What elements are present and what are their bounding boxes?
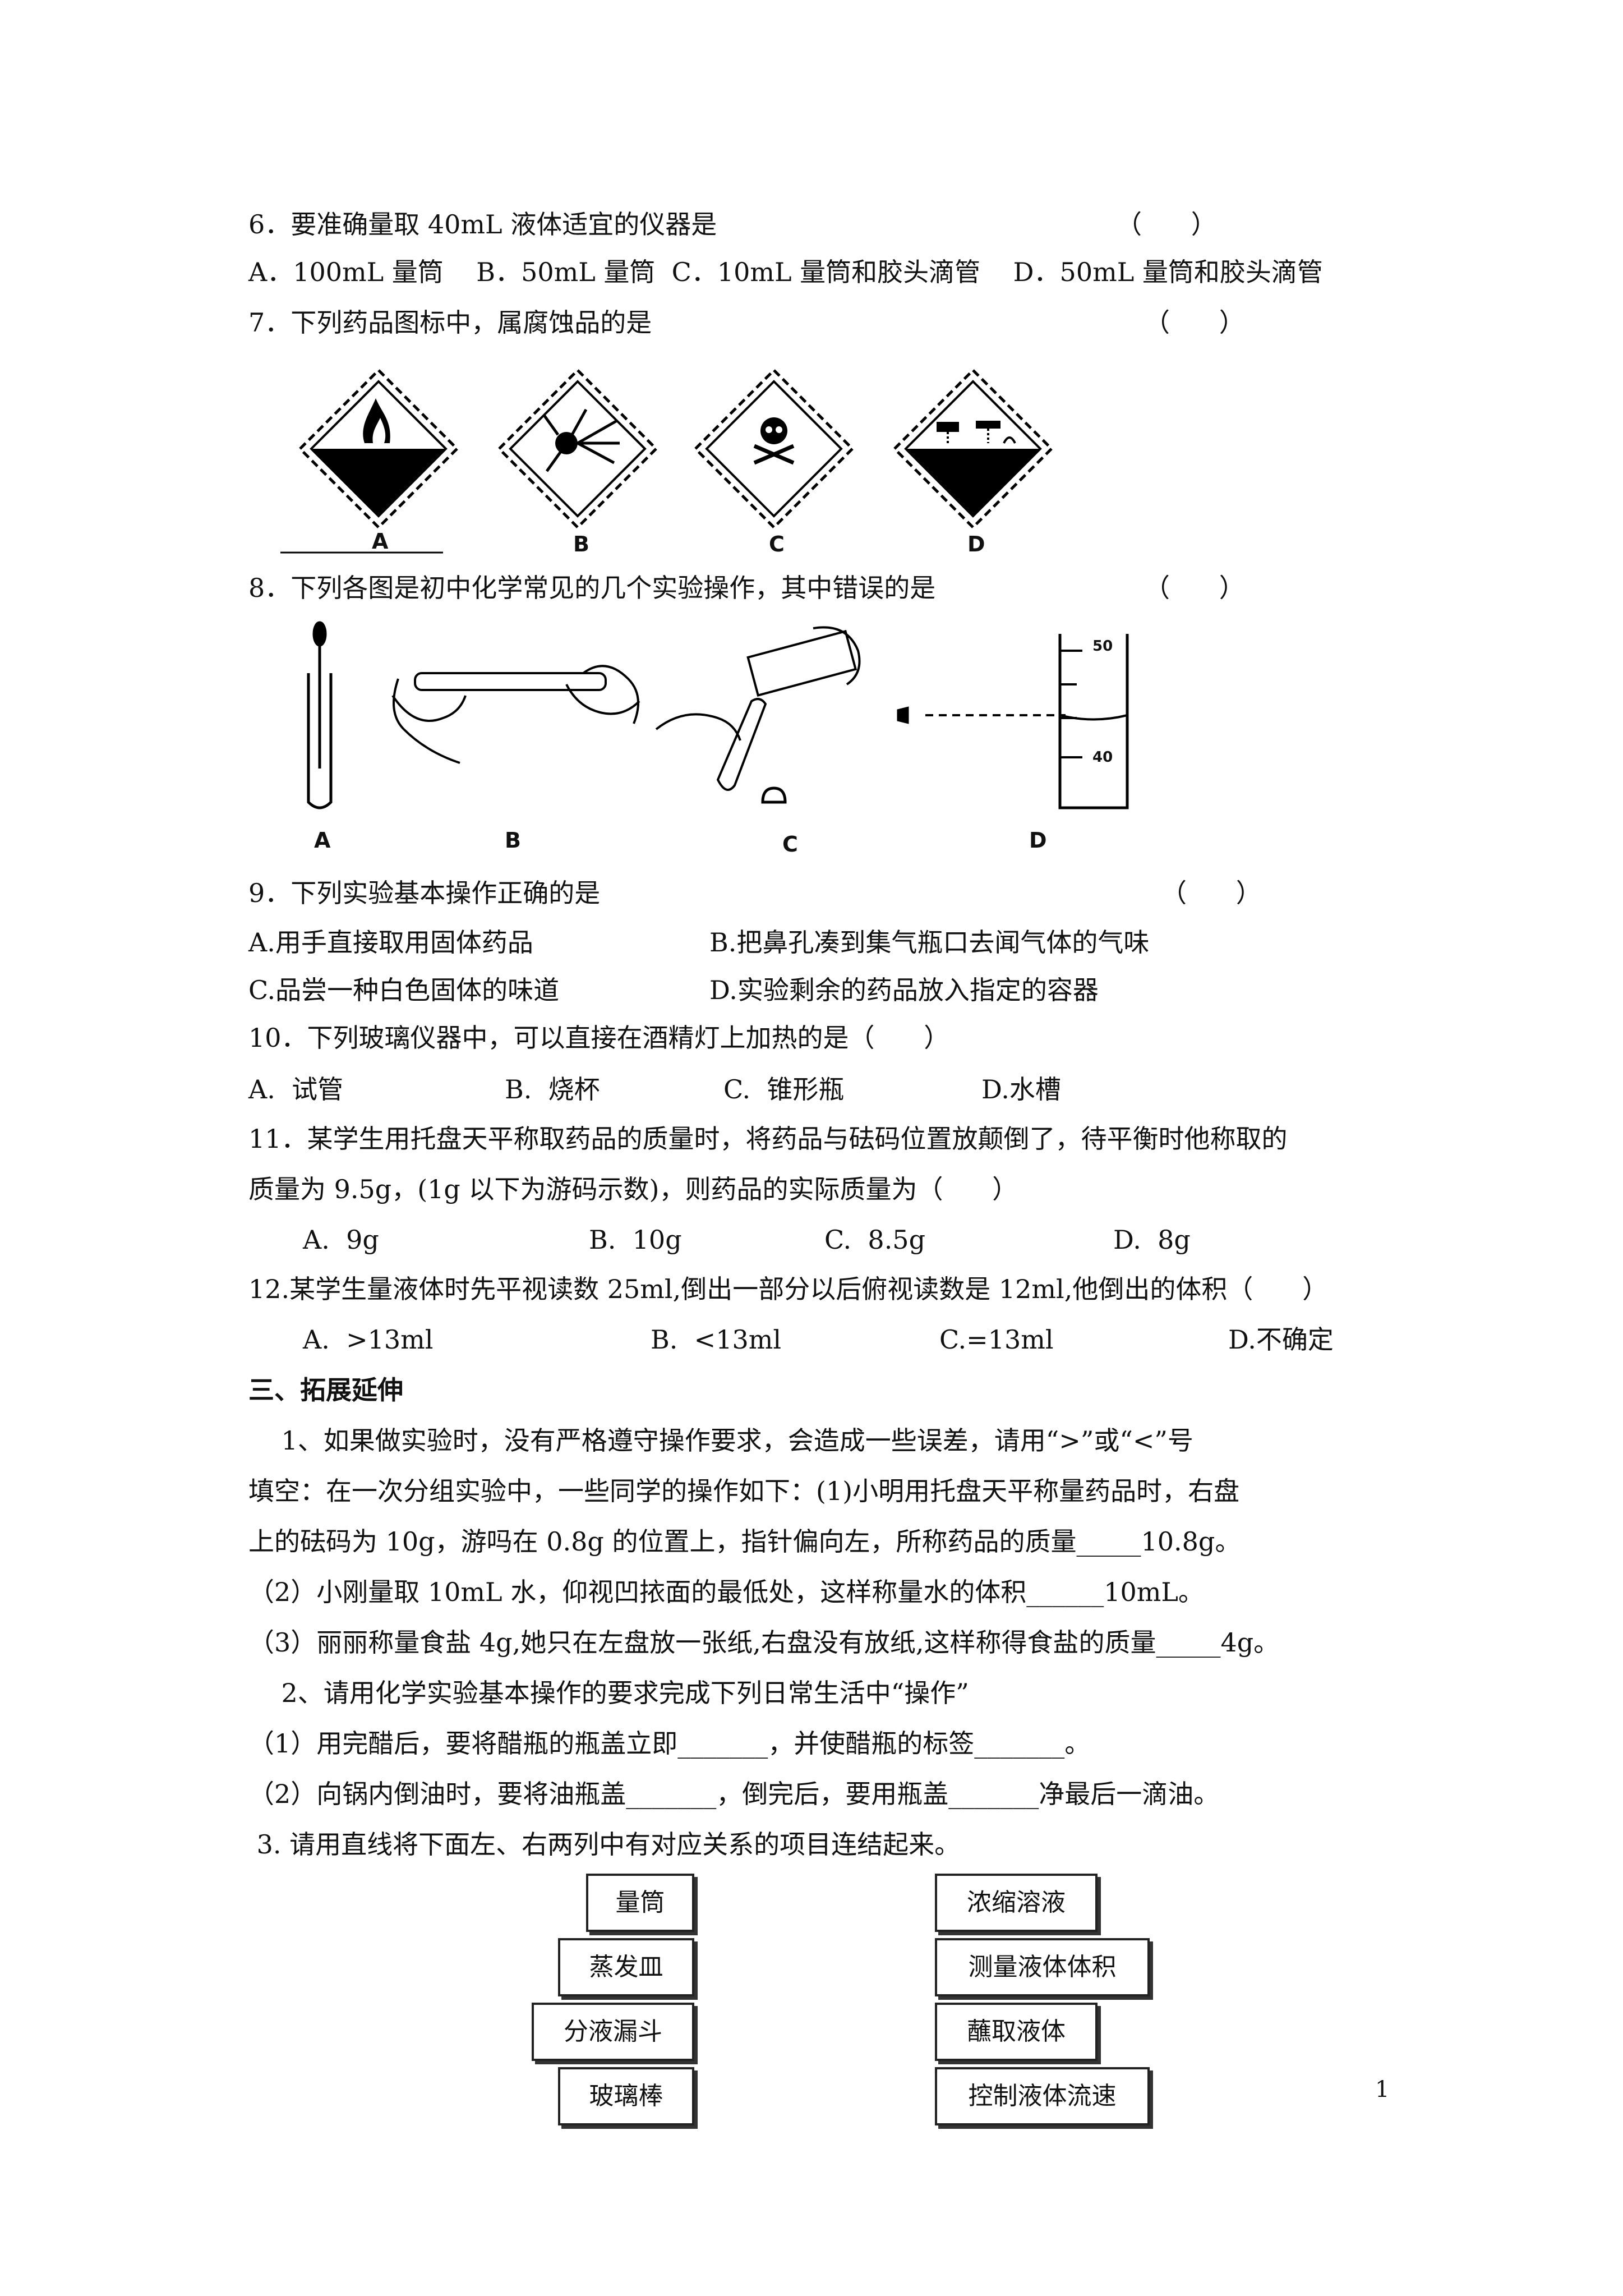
q10-option-d: D.水槽 [981,1074,1061,1105]
q8-answer-paren: （ ） [1144,573,1245,603]
q12-option-d: D.不确定 [1228,1324,1334,1355]
section3-p1-line2: 填空：在一次分组实验中，一些同学的操作如下：(1)小明用托盘天平称量药品时，右盘 [248,1476,1240,1506]
q9-option-a: A.用手直接取用固体药品 [248,927,533,958]
q6-answer-paren: （ ） [1116,209,1217,240]
q8-cylinder-mark-40: 40 [1092,749,1113,766]
right-item-box: 蘸取液体 [935,2003,1098,2061]
q8-label-a: A [314,828,331,853]
section3-p1-line5: （3）丽丽称量食盐 4g,她只在左盘放一张纸,右盘没有放纸,这样称得食盐的质量_… [248,1627,1280,1658]
q10-option-c: C. 锥形瓶 [723,1074,845,1105]
q11-option-c: C. 8.5g [824,1225,926,1255]
corrosive-hazard-icon [892,368,1054,530]
flammable-hazard-icon [298,368,459,530]
explosive-hazard-icon [497,368,658,530]
q9-option-b: B.把鼻孔凑到集气瓶口去闻气体的气味 [709,927,1150,958]
dropper-in-test-tube-icon [307,621,333,809]
right-item-box: 控制液体流速 [935,2067,1150,2125]
q11-option-a: A. 9g [303,1225,379,1255]
q7-stem: 7．下列药品图标中，属腐蚀品的是 [248,307,652,338]
q8-label-d: D [1029,828,1047,853]
q10-option-a: A. 试管 [248,1074,344,1105]
q8-label-b: B [505,828,521,853]
toxic-hazard-icon [693,368,855,530]
section3-p2-line3: （2）向锅内倒油时，要将油瓶盖_______，倒完后，要用瓶盖_______净最… [248,1779,1220,1809]
section3-p2-line2: （1）用完醋后，要将醋瓶的瓶盖立即_______，并使醋瓶的标签_______。 [248,1728,1091,1759]
q12-option-b: B. <13ml [651,1324,782,1355]
lab-operations-figure [307,621,1129,809]
q9-option-c: C.品尝一种白色固体的味道 [248,975,560,1005]
section3-p1-line4: （2）小刚量取 10mL 水，仰视凹挔面的最低处，这样称量水的体积______1… [248,1577,1204,1607]
right-item-box: 浓缩溶液 [935,1874,1098,1932]
q8-label-c: C [782,832,798,857]
q11-option-b: B. 10g [589,1225,682,1255]
q10-stem: 10．下列玻璃仪器中，可以直接在酒精灯上加热的是（ ） [248,1023,950,1053]
q12-option-a: A. >13ml [303,1324,434,1355]
q7-label-d: D [967,532,985,556]
q6-options: A．100mL 量筒 B．50mL 量筒 C．10mL 量筒和胶头滴管 D．50… [248,257,1323,287]
right-item-box: 测量液体体积 [935,1938,1150,1996]
q12-stem: 12.某学生量液体时先平视读数 25ml,倒出一部分以后俯视读数是 12ml,他… [248,1274,1329,1304]
q7-answer-paren: （ ） [1144,307,1245,338]
section3-p3: 3. 请用直线将下面左、右两列中有对应关系的项目连结起来。 [248,1829,961,1860]
q10-option-b: B. 烧杯 [505,1074,600,1105]
q6-stem: 6．要准确量取 40mL 液体适宜的仪器是 [248,209,717,240]
cylinder-reading-icon [897,634,1129,809]
q7-label-b: B [573,532,589,556]
section3-p2-line1: 2、请用化学实验基本操作的要求完成下列日常生活中“操作” [248,1678,969,1708]
q8-stem: 8．下列各图是初中化学常见的几个实验操作，其中错误的是 [248,573,936,603]
q7-label-a: A [372,529,389,554]
q11-stem-line2: 质量为 9.5g，(1g 以下为游码示数)，则药品的实际质量为（ ） [248,1174,1018,1204]
section3-p1-line3: 上的砝码为 10g，游吗在 0.8g 的位置上，指针偏向左，所称药品的质量___… [248,1526,1241,1557]
q11-stem-line1: 11．某学生用托盘天平称取药品的质量时，将药品与砝码位置放颠倒了，待平衡时他称取… [248,1124,1288,1154]
hazard-symbols-figure [280,368,1054,554]
section3-heading: 三、拓展延伸 [248,1375,403,1405]
q9-option-d: D.实验剩余的药品放入指定的容器 [709,975,1099,1005]
q9-answer-paren: （ ） [1161,878,1262,908]
left-item-box: 蒸发皿 [558,1938,694,1996]
left-item-box: 分液漏斗 [532,2003,694,2061]
q12-option-c: C.=13ml [939,1324,1054,1355]
page-number: 1 [1375,2077,1390,2102]
q7-label-c: C [769,532,785,556]
q9-stem: 9．下列实验基本操作正确的是 [248,878,601,908]
left-item-box: 玻璃棒 [558,2067,694,2125]
pouring-bottle-icon [655,626,861,804]
hands-holding-tube-icon [391,665,640,764]
section3-p1-line1: 1、如果做实验时，没有严格遵守操作要求，会造成一些误差，请用“>”或“<”号 [248,1425,1193,1456]
q11-option-d: D. 8g [1113,1225,1191,1255]
left-item-box: 量筒 [586,1874,694,1932]
q8-cylinder-mark-50: 50 [1092,638,1113,655]
